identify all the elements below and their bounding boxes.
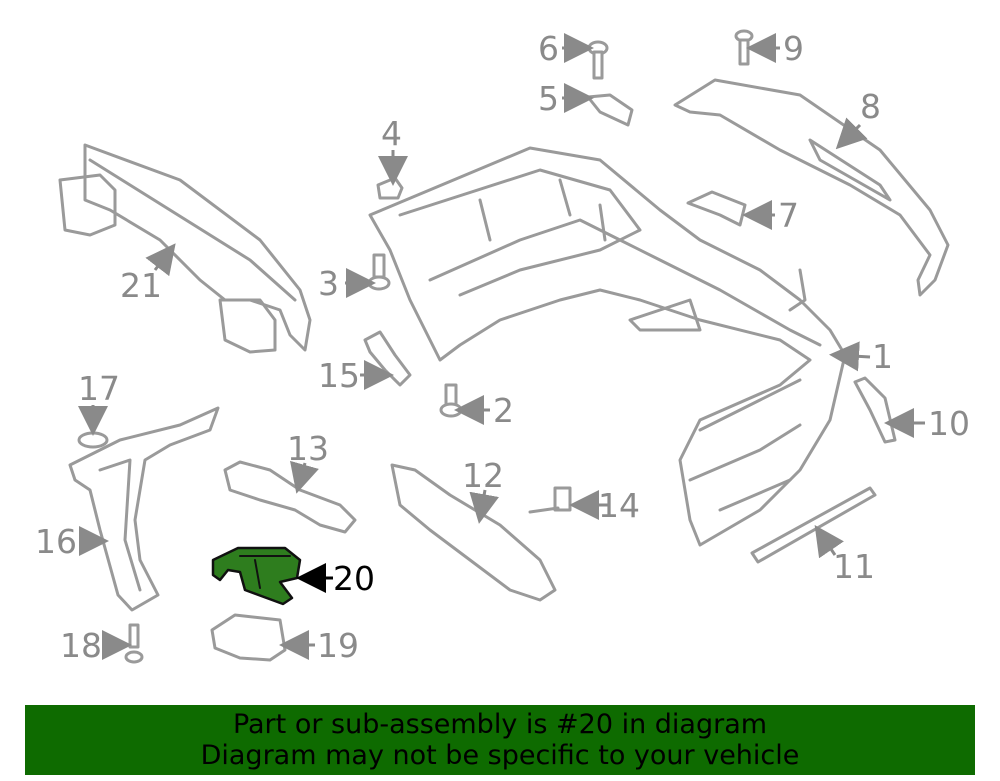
callout-13: 13 [287,429,329,468]
trim-strip-11-part [750,486,877,564]
side-bracket-part [68,406,220,612]
bolt-18-part [124,623,144,664]
bracket-19-part [210,613,287,662]
bolt-2-part [439,383,463,418]
bumper-cover-part [368,146,847,547]
callout-20: 20 [333,559,375,598]
bracket-5-part [586,93,634,127]
screw-6-part [587,40,609,80]
bracket-15-part [363,330,412,387]
callout-15: 15 [318,356,360,395]
info-banner: Part or sub-assembly is #20 in diagram D… [25,705,975,775]
callout-7: 7 [778,196,799,235]
bolt-3-part [367,253,391,291]
callout-8: 8 [860,87,881,126]
callout-16: 16 [35,522,77,561]
banner-line-2: Diagram may not be specific to your vehi… [200,740,800,771]
parts-diagram: 1 2 3 4 5 6 7 8 9 10 11 12 13 14 15 16 1… [35,29,970,665]
callout-21: 21 [120,266,162,305]
callout-3: 3 [318,264,339,303]
callout-12: 12 [462,456,504,495]
absorber-12-part [390,463,557,602]
callout-arrows [78,33,925,660]
highlighted-part-20 [211,546,302,606]
callout-5: 5 [538,79,559,118]
callout-6: 6 [538,29,559,68]
absorber-13-part [223,460,357,534]
bolt-14-part [528,486,572,514]
callout-10: 10 [928,404,970,443]
bracket-7-part [686,190,747,227]
callout-1: 1 [872,337,893,376]
callout-11: 11 [833,547,875,586]
callout-2: 2 [493,391,514,430]
washer-part [77,431,109,449]
callout-4: 4 [381,114,402,153]
callout-19: 19 [317,626,359,665]
callout-9: 9 [783,29,804,68]
callout-14: 14 [598,486,640,525]
reflector-10-part [853,376,897,444]
callout-labels: 1 2 3 4 5 6 7 8 9 10 11 12 13 14 15 16 1… [35,29,970,665]
banner-line-1: Part or sub-assembly is #20 in diagram [232,709,768,740]
callout-18: 18 [60,626,102,665]
impact-bar-part [58,143,312,354]
clip-4-part [376,176,404,200]
clip-9-part [734,29,754,66]
callout-17: 17 [78,369,120,408]
